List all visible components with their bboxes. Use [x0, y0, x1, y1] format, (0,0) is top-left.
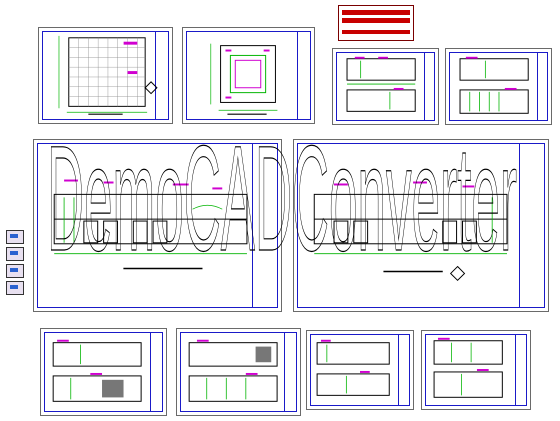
- title-block: [296, 31, 311, 120]
- badge-band: [342, 10, 410, 15]
- sheet-elevation-1[interactable]: [332, 48, 439, 125]
- sheet-frame: [310, 334, 410, 406]
- title-block: [154, 31, 169, 120]
- title-block: [398, 334, 410, 406]
- sheet-frame: [449, 52, 548, 121]
- elevation-drawing: [346, 56, 416, 112]
- layout-tabs: [6, 230, 26, 298]
- sheet-detail-1[interactable]: [40, 328, 167, 416]
- sheet-frame: [37, 143, 278, 308]
- main-elevation-drawing: [313, 181, 508, 282]
- sheet-frame: [42, 31, 169, 120]
- badge-band: [342, 30, 410, 34]
- layout-tab-icon[interactable]: [6, 264, 24, 278]
- sheet-detail-3[interactable]: [306, 330, 414, 410]
- floor-plan-drawing: [58, 35, 158, 115]
- layout-tab-icon[interactable]: [6, 281, 24, 295]
- sheet-frame: [180, 332, 297, 412]
- sheet-frame: [297, 143, 545, 308]
- layout-tab-icon[interactable]: [6, 230, 24, 244]
- sheet-frame: [336, 52, 435, 121]
- title-block: [515, 334, 527, 406]
- detail-drawing: [316, 339, 390, 396]
- detail-drawing: [52, 339, 142, 402]
- sheet-ceiling-plan[interactable]: [182, 27, 315, 124]
- title-block: [518, 143, 545, 308]
- sheet-elevation-2[interactable]: [445, 48, 552, 125]
- sheet-floor-plan[interactable]: [38, 27, 173, 124]
- sheet-main-elevation-left[interactable]: [33, 139, 282, 312]
- title-block: [149, 332, 164, 412]
- layout-tab-icon[interactable]: [6, 247, 24, 261]
- detail-drawing: [188, 339, 278, 402]
- badge-band: [342, 18, 410, 23]
- title-block: [252, 143, 278, 308]
- elevation-drawing: [459, 56, 529, 114]
- title-block: [423, 52, 436, 121]
- sheet-frame: [186, 31, 311, 120]
- sheet-frame: [44, 332, 163, 412]
- ceiling-plan-drawing: [210, 43, 278, 115]
- title-badge: [338, 5, 414, 41]
- detail-drawing: [433, 337, 503, 398]
- sheet-detail-4[interactable]: [421, 330, 531, 410]
- sheet-detail-2[interactable]: [176, 328, 301, 416]
- sheet-main-elevation-right[interactable]: [293, 139, 549, 312]
- title-block: [536, 52, 549, 121]
- sheet-frame: [425, 334, 527, 406]
- title-block: [283, 332, 297, 412]
- main-elevation-drawing: [53, 179, 248, 270]
